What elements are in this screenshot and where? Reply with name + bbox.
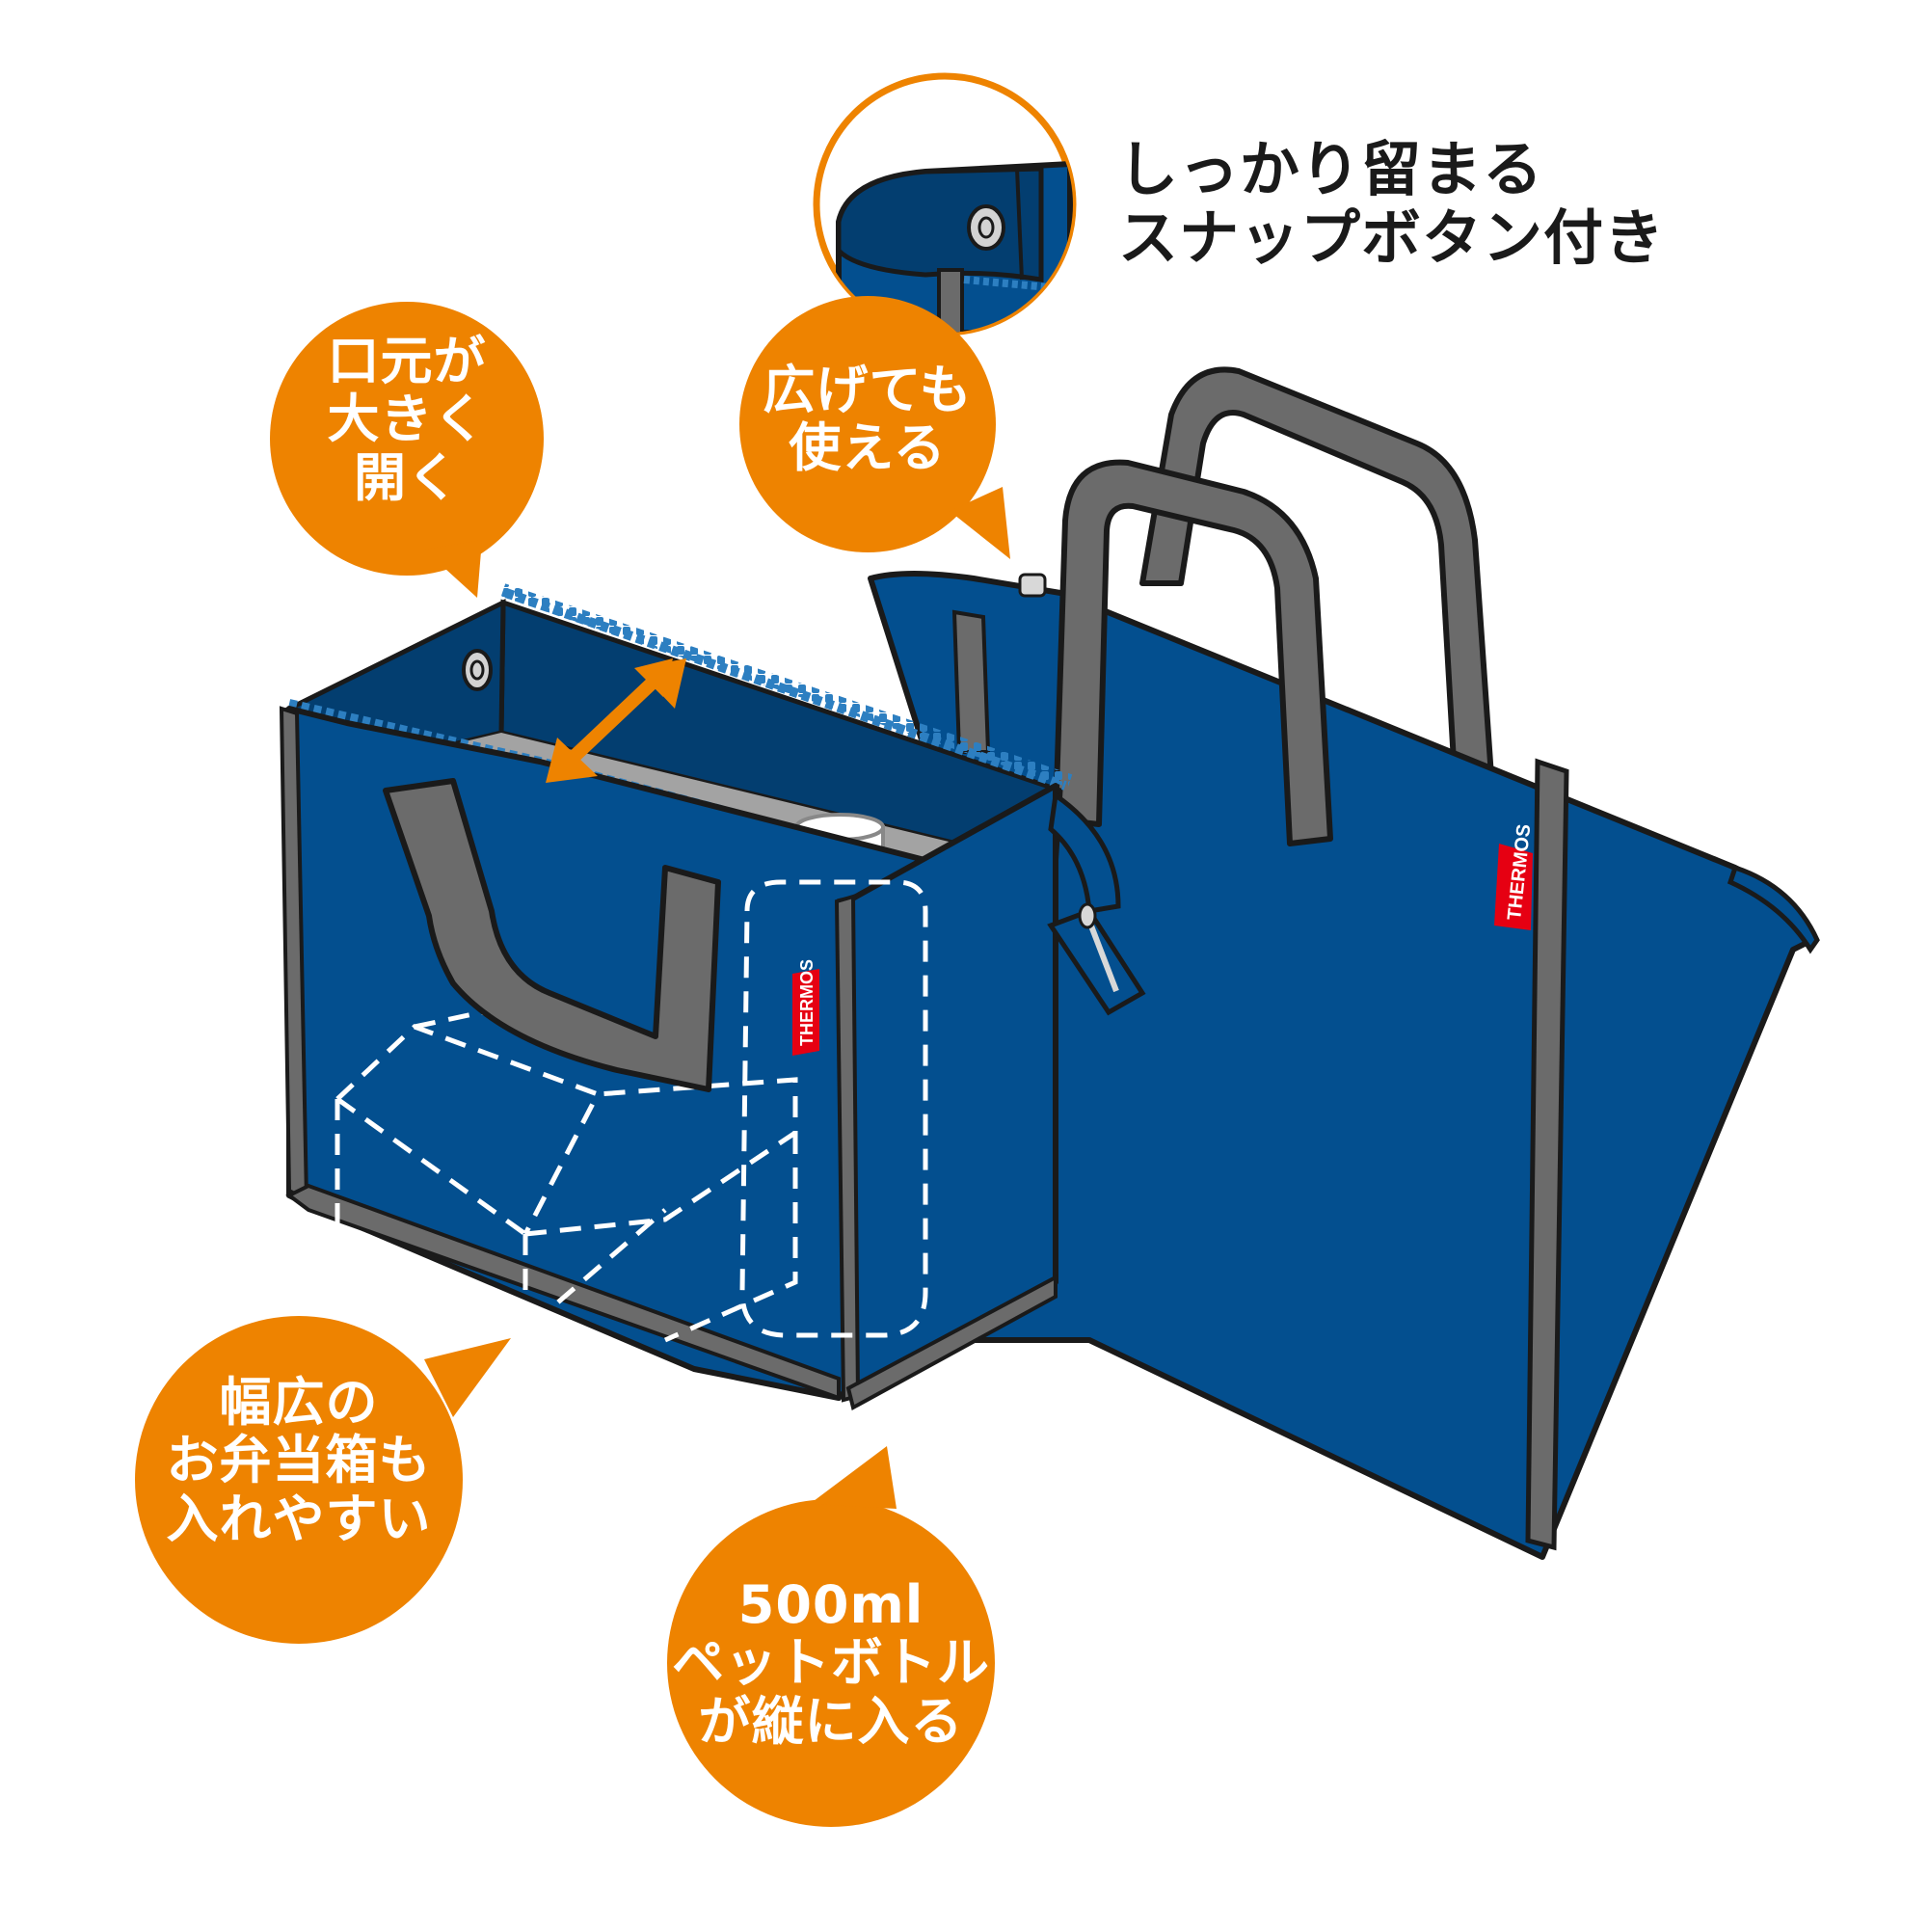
usable-expanded-caption: 広げても 使える [742, 360, 993, 479]
thermos-logo-back: THERMOS [1494, 823, 1535, 930]
callout-bottle-upright [667, 1446, 995, 1827]
caption-line: 開く [354, 446, 460, 508]
zipper-pull-front-icon [1078, 902, 1097, 929]
callout-usable-expanded [739, 296, 1010, 559]
open-bag: THERMOS [279, 583, 1146, 1410]
zipper-pull-icon [1018, 573, 1047, 598]
caption-line: 使える [789, 417, 947, 479]
caption-line: 500ml [737, 1574, 924, 1635]
thermos-logo-front: THERMOS [792, 959, 819, 1056]
caption-line: 入れやすい [166, 1488, 432, 1549]
callout-wide-opening [270, 302, 544, 598]
caption-line: 大きく [327, 389, 487, 450]
bottle-outline [739, 879, 928, 1338]
expanded-bag-seam [1525, 758, 1569, 1551]
front-handle-back-bag [1053, 459, 1333, 846]
caption-line: ペットボトル [672, 1632, 990, 1694]
caption-line: お弁当箱も [166, 1430, 432, 1491]
caption-line: 幅広の [219, 1372, 379, 1433]
snap-button-detail [813, 72, 1077, 336]
caption-line: 口元が [327, 331, 487, 391]
front-handle-open-bag [383, 778, 721, 1092]
snap-button-icon [462, 649, 493, 691]
expanded-bag: THERMOS [868, 366, 1820, 1560]
callout-wide-lunchbox [135, 1316, 511, 1644]
wide-opening-caption: 口元が 大きく 開く [281, 331, 532, 508]
caption-line: 広げても [763, 360, 973, 420]
back-handle [1139, 366, 1495, 798]
lunchbox-outline [335, 1009, 798, 1343]
caption-line: が縦に入る [698, 1690, 964, 1752]
width-arrow-icon [546, 658, 686, 783]
snap-caption-line-1: しっかり留まる [1118, 134, 1544, 204]
bottle-upright-caption: 500ml ペットボトル が縦に入る [667, 1574, 995, 1752]
svg-text:THERMOS: THERMOS [797, 959, 817, 1046]
wide-lunchbox-caption: 幅広の お弁当箱も 入れやすい [145, 1372, 453, 1549]
snap-button-caption: しっかり留まる スナップボタン付き [1118, 135, 1665, 273]
snap-caption-line-2: スナップボタン付き [1118, 202, 1666, 274]
